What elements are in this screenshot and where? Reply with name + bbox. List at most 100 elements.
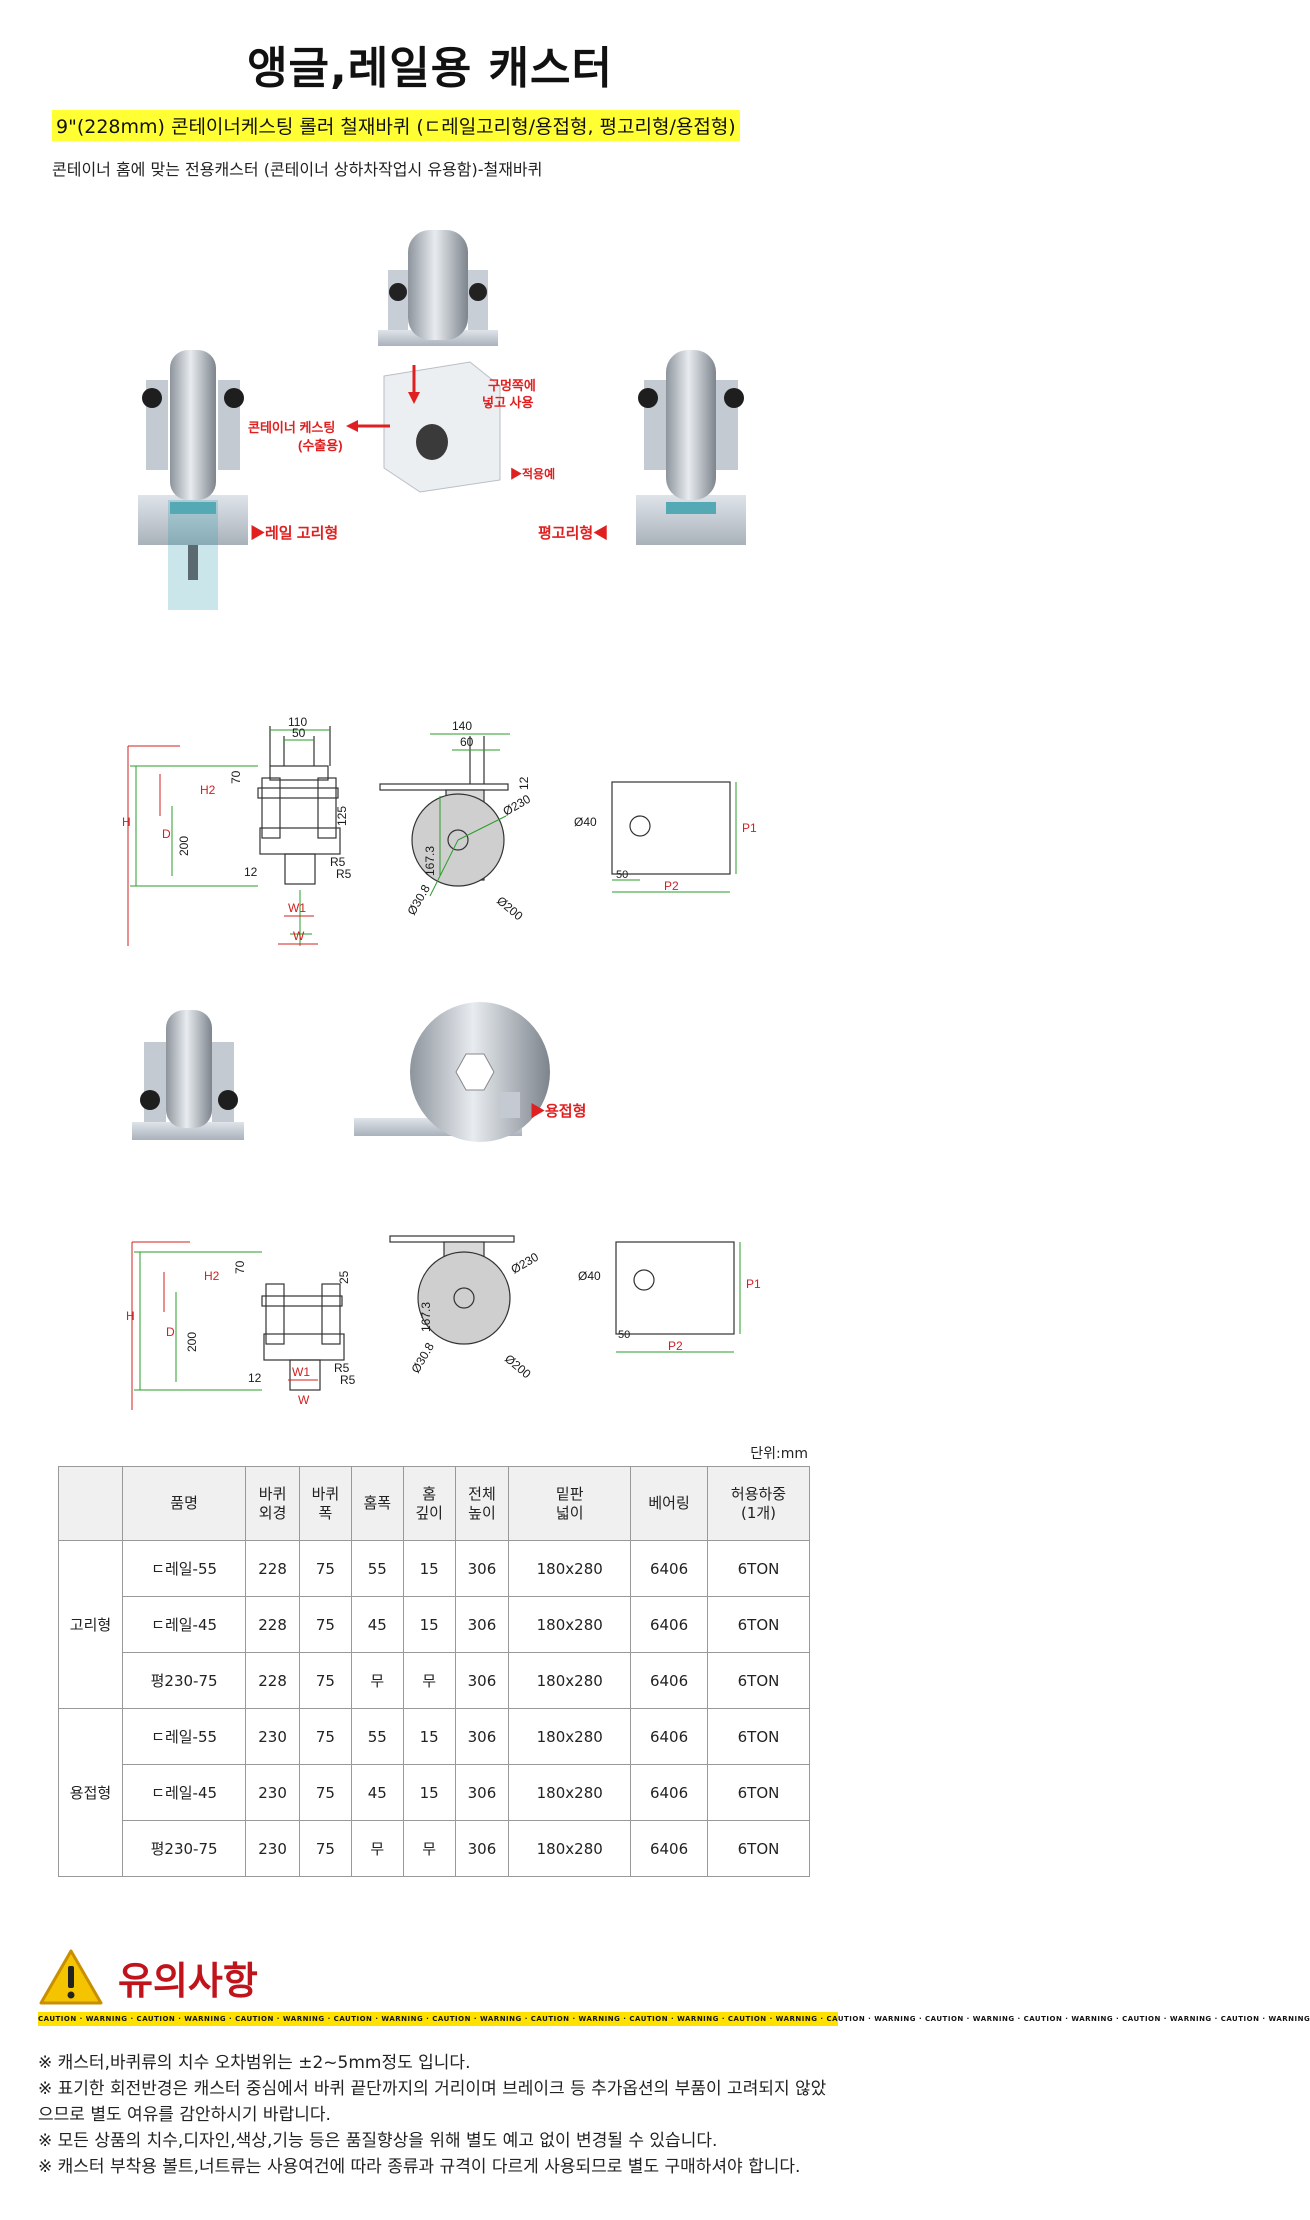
rail-hook-photo (138, 350, 248, 610)
table-cell: ㄷ레일-55 (121, 1540, 247, 1597)
dim2-p40: Ø40 (578, 1269, 601, 1283)
dim-p2: P2 (664, 879, 679, 893)
table-header: 바퀴 폭 (298, 1466, 352, 1541)
welded-photos: ▶용접형 (132, 1002, 586, 1142)
table-cell: 15 (402, 1764, 456, 1821)
dim-70: 70 (229, 770, 243, 784)
dim-12: 12 (244, 865, 258, 879)
table-cell: 6406 (630, 1820, 708, 1877)
flat-hook-photo (636, 350, 746, 545)
product-subtitle: 9"(228mm) 콘테이너케스팅 롤러 철재바퀴 (ㄷ레일고리형/용접형, 평… (52, 110, 740, 141)
dim2-167: 167.3 (419, 1302, 433, 1332)
table-cell: 45 (350, 1596, 404, 1653)
table-cell: 6TON (707, 1596, 810, 1653)
dim2-12: 12 (248, 1371, 262, 1385)
welded-rail-photo (132, 1010, 244, 1140)
caution-note: ※ 캐스터 부착용 볼트,너트류는 사용여건에 따라 종류과 규격이 다르게 사… (38, 2157, 801, 2177)
table-cell: 180x280 (508, 1708, 632, 1765)
usage-example-photo (378, 230, 501, 493)
dim-d230: Ø230 (501, 792, 534, 819)
dim2-p1: P1 (746, 1277, 761, 1291)
caution-note: ※ 표기한 회전반경은 캐스터 중심에서 바퀴 끝단까지의 거리이며 브레이크 … (38, 2079, 827, 2125)
dim2-d200: Ø200 (502, 1352, 534, 1382)
dim2-70: 70 (233, 1260, 247, 1274)
dim-p1: P1 (742, 821, 757, 835)
table-cell: 6TON (707, 1652, 810, 1709)
table-header: 품명 (121, 1466, 247, 1541)
dim-d: D (162, 827, 171, 841)
caution-note: ※ 캐스터,바퀴류의 치수 오차범위는 ±2~5mm정도 입니다. (38, 2053, 471, 2073)
table-row: 평230-75 230 75 무 무 306 180x280 6406 6TON (59, 1820, 810, 1877)
table-cell: 306 (454, 1596, 510, 1653)
dim2-25: 25 (337, 1270, 351, 1284)
caution-notes: ※ 캐스터,바퀴류의 치수 오차범위는 ±2~5mm정도 입니다. ※ 표기한 … (38, 2050, 828, 2180)
table-cell: 6406 (630, 1708, 708, 1765)
dim-side-12: 12 (517, 776, 531, 790)
table-header: 바퀴 외경 (245, 1466, 300, 1541)
group-cell: 고리형 (58, 1540, 123, 1709)
dim2-200: 200 (185, 1332, 199, 1352)
dim-p40: Ø40 (574, 815, 597, 829)
table-cell: 230 (245, 1820, 300, 1877)
table-cell: ㄷ레일-45 (121, 1764, 247, 1821)
dim2-d308: Ø30.8 (408, 1340, 437, 1376)
dim2-h: H (126, 1309, 135, 1323)
spec-table: 품명 바퀴 외경 바퀴 폭 홈폭 홈 깊이 전체 높이 밑판 넓이 베어링 허용… (58, 1466, 810, 1877)
table-cell: 230 (245, 1764, 300, 1821)
table-cell: 228 (245, 1652, 300, 1709)
table-cell: 6406 (630, 1764, 708, 1821)
table-cell: 15 (402, 1596, 456, 1653)
dim2-p2: P2 (668, 1339, 683, 1353)
table-cell: 6406 (630, 1540, 708, 1597)
dimension-drawing-welded: 70 H2 25 200 H D 12 R5 R5 W1 W 167.3 Ø23… (126, 1235, 761, 1410)
container-label-2: (수출용) (298, 438, 343, 453)
caution-note: ※ 모든 상품의 치수,디자인,색상,기능 등은 품질향상을 위해 별도 예고 … (38, 2131, 718, 2151)
table-cell: 평230-75 (121, 1820, 247, 1877)
dim-d200: Ø200 (494, 894, 526, 924)
table-header: 홈폭 (350, 1466, 404, 1541)
table-cell: 6TON (707, 1764, 810, 1821)
table-cell: 6TON (707, 1540, 810, 1597)
flat-hook-label: 평고리형◀ (538, 524, 608, 542)
dim-r5a: R5 (330, 855, 346, 869)
welded-flat-photo (354, 1002, 550, 1142)
dim2-p50: 50 (618, 1329, 630, 1341)
dim-140: 140 (452, 719, 472, 733)
welded-label: ▶용접형 (530, 1102, 586, 1120)
table-cell: 45 (350, 1764, 404, 1821)
dim-60: 60 (460, 735, 474, 749)
table-cell: 180x280 (508, 1540, 632, 1597)
dim-w: W (293, 929, 305, 943)
group-cell: 용접형 (58, 1708, 123, 1877)
table-header: 홈 깊이 (402, 1466, 456, 1541)
table-cell: 무 (350, 1652, 404, 1709)
dim2-w: W (298, 1393, 310, 1407)
dim-h: H (122, 815, 131, 829)
table-cell: 55 (350, 1540, 404, 1597)
dim2-d230: Ø230 (509, 1250, 542, 1277)
dim-110: 110 (288, 715, 307, 729)
table-cell: 180x280 (508, 1596, 632, 1653)
caution-tape: CAUTION · WARNING · CAUTION · WARNING · … (38, 2012, 1310, 2026)
dim-d308: Ø30.8 (404, 882, 433, 918)
table-cell: 75 (298, 1708, 352, 1765)
table-cell: 무 (350, 1820, 404, 1877)
table-cell: 228 (245, 1596, 300, 1653)
dim-200: 200 (177, 836, 191, 856)
dim2-r5a: R5 (334, 1361, 350, 1375)
table-cell: 306 (454, 1540, 510, 1597)
dimension-drawing-hook: 110 50 70 H2 125 200 H D 12 R5 R5 W1 W 1… (122, 715, 757, 946)
example-label: ▶적용예 (510, 466, 555, 481)
dim-167: 167.3 (423, 846, 437, 876)
caution-title: 유의사항 (118, 1959, 258, 2003)
container-label-1: 콘테이너 케스팅 (248, 420, 335, 435)
table-cell: ㄷ레일-45 (121, 1596, 247, 1653)
dim-p50: 50 (616, 869, 628, 881)
dim-125: 125 (335, 806, 349, 826)
usage-label-1: 구멍쪽에 (488, 378, 536, 393)
dim2-h2: H2 (204, 1269, 220, 1283)
table-cell: 6TON (707, 1708, 810, 1765)
table-cell: 75 (298, 1652, 352, 1709)
table-cell: 306 (454, 1820, 510, 1877)
table-header-group (58, 1466, 123, 1541)
